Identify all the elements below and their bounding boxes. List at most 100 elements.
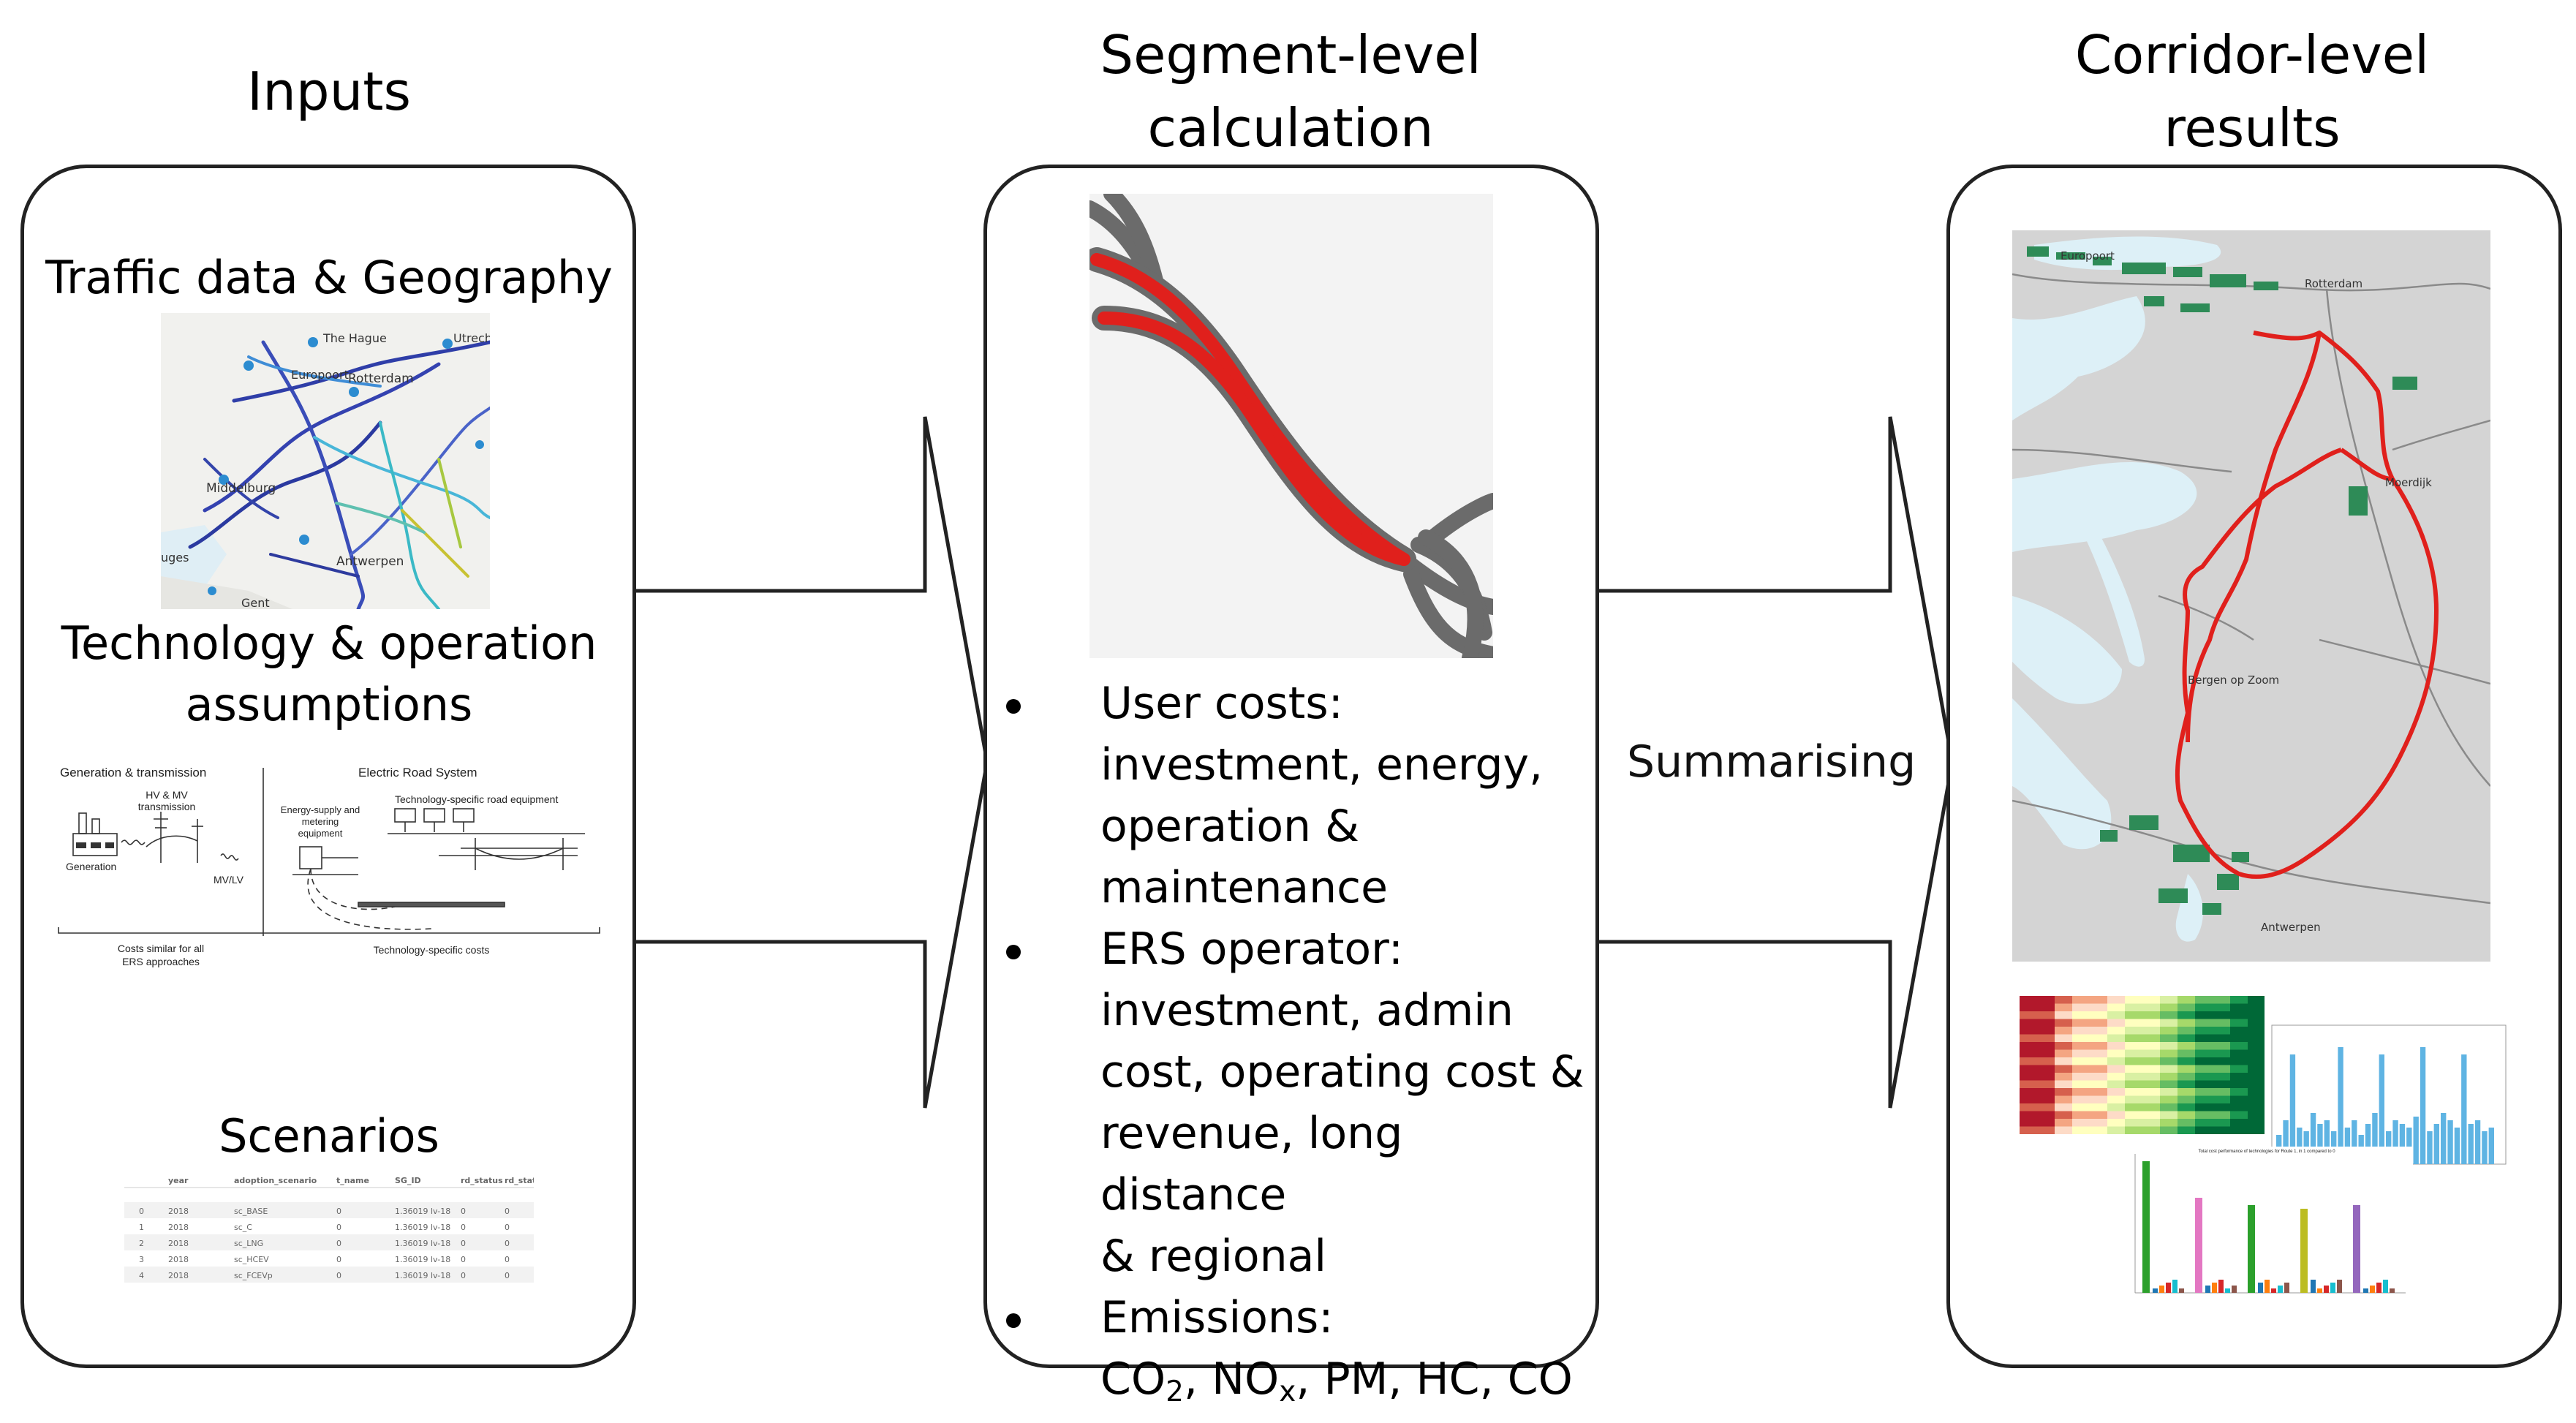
heatmap-cell xyxy=(2072,1095,2090,1103)
heatmap-cell xyxy=(2072,1111,2090,1119)
heatmap-cell xyxy=(2125,1049,2142,1057)
heatmap-cell xyxy=(2177,1027,2195,1035)
heatmap-cell xyxy=(2020,1095,2037,1103)
grouped-bar xyxy=(2383,1280,2388,1293)
heatmap-cell xyxy=(2037,1073,2055,1081)
bar-chart-bar xyxy=(2310,1113,2316,1164)
segment-map xyxy=(1089,194,1493,658)
heatmap-cell xyxy=(2195,1011,2213,1019)
table-cell: sc_HCEV xyxy=(234,1255,269,1264)
heatmap-cell xyxy=(2107,1103,2125,1111)
grouped-bar xyxy=(2324,1286,2329,1293)
heatmap-cell xyxy=(2160,1073,2177,1081)
heatmap-cell xyxy=(2177,1126,2195,1134)
heatmap-cell xyxy=(2125,1065,2142,1073)
heatmap-cell xyxy=(2213,1027,2230,1035)
heatmap-cell xyxy=(2213,1042,2230,1050)
heatmap-cell xyxy=(2125,1042,2142,1050)
grouped-bar xyxy=(2218,1280,2224,1293)
table-cell: 0 xyxy=(505,1223,510,1232)
heatmap-cell xyxy=(2230,1088,2248,1096)
table-cell: 2018 xyxy=(168,1239,189,1248)
heatmap-cell xyxy=(2125,1103,2142,1111)
corridor-label-bergen-op-zoom: Bergen op Zoom xyxy=(2188,673,2279,687)
heatmap-cell xyxy=(2213,1065,2230,1073)
heatmap-cell xyxy=(2037,1088,2055,1096)
ers-gen-trans-label: Generation & transmission xyxy=(60,766,206,780)
heatmap-cell xyxy=(2195,1095,2213,1103)
heatmap-cell xyxy=(2177,1073,2195,1081)
table-cell: 1.36019 lv-18 xyxy=(395,1223,450,1232)
corridor-title-line2: results xyxy=(2164,97,2341,159)
heatmap-cell xyxy=(2055,1003,2072,1011)
heatmap-cell xyxy=(2213,1003,2230,1011)
heatmap-cell xyxy=(2020,1103,2037,1111)
heatmap-cell xyxy=(2160,1111,2177,1119)
heatmap-cell xyxy=(2125,1057,2142,1065)
heatmap-cell xyxy=(2248,1027,2265,1035)
grouped-bar xyxy=(2363,1288,2368,1293)
heatmap-cell xyxy=(2107,1065,2125,1073)
heatmap-cell xyxy=(2195,1019,2213,1027)
bar-chart-bar xyxy=(2365,1124,2371,1164)
heatmap-cell xyxy=(2230,1095,2248,1103)
corridor-map: Europoort Rotterdam Moerdijk Bergen op Z… xyxy=(2012,230,2490,962)
segment-title-line1: Segment-level xyxy=(1100,24,1481,86)
heatmap-cell xyxy=(2213,1034,2230,1042)
heatmap-cell xyxy=(2160,1065,2177,1073)
heatmap-cell xyxy=(2090,1003,2107,1011)
heatmap-cell xyxy=(2037,1019,2055,1027)
heatmap-cell xyxy=(2248,1095,2265,1103)
heatmap-cell xyxy=(2090,996,2107,1004)
heatmap-cell xyxy=(2090,1126,2107,1134)
heatmap-cell xyxy=(2055,1042,2072,1050)
table-cell: 0 xyxy=(505,1207,510,1216)
heatmap-cell xyxy=(2125,1126,2142,1134)
heatmap-cell xyxy=(2248,1111,2265,1119)
grouped-bar xyxy=(2153,1288,2158,1293)
bar-chart-bar xyxy=(2454,1128,2460,1164)
heatmap-cell xyxy=(2195,1034,2213,1042)
heatmap-cell xyxy=(2142,1111,2160,1119)
heatmap-cell xyxy=(2177,1103,2195,1111)
heatmap-cell xyxy=(2160,1080,2177,1088)
heatmap-cell xyxy=(2142,1088,2160,1096)
segment-title-line2: calculation xyxy=(1147,97,1434,159)
bar-chart-bar xyxy=(2379,1054,2384,1164)
heatmap-cell xyxy=(2142,1103,2160,1111)
bullet-dot xyxy=(1006,699,1021,714)
technology-title-line2: assumptions xyxy=(185,678,473,731)
heatmap-cell xyxy=(2020,1042,2037,1050)
heatmap-cell xyxy=(2195,1049,2213,1057)
heatmap-cell xyxy=(2160,1126,2177,1134)
result-grouped-bar-chart: Total cost performance of technologies f… xyxy=(2120,1147,2413,1307)
heatmap-cell xyxy=(2177,1111,2195,1119)
heatmap-cell xyxy=(2177,1003,2195,1011)
heatmap-cell xyxy=(2125,1027,2142,1035)
table-cell: sc_C xyxy=(234,1223,252,1232)
heatmap-cell xyxy=(2090,1034,2107,1042)
heatmap-cell xyxy=(2160,1019,2177,1027)
ers-costs-similar-label-1: Costs similar for all xyxy=(118,943,204,954)
heatmap-cell xyxy=(2177,1011,2195,1019)
heatmap-cell xyxy=(2213,1011,2230,1019)
heatmap-cell xyxy=(2213,1057,2230,1065)
heatmap-cell xyxy=(2020,1080,2037,1088)
heatmap-cell xyxy=(2177,1019,2195,1027)
heatmap-cell xyxy=(2020,1027,2037,1035)
heatmap-cell xyxy=(2020,1057,2037,1065)
grouped-bar xyxy=(2142,1161,2150,1293)
table-cell: 0 xyxy=(461,1255,466,1264)
heatmap-cell xyxy=(2213,1095,2230,1103)
heatmap-cell xyxy=(2248,1103,2265,1111)
heatmap-cell xyxy=(2055,1103,2072,1111)
table-cell: 0 xyxy=(505,1271,510,1280)
bullet-user-costs-line3: maintenance xyxy=(1100,862,1389,913)
heatmap-cell xyxy=(2230,1126,2248,1134)
heatmap-cell xyxy=(2037,1027,2055,1035)
heatmap-cell xyxy=(2195,1126,2213,1134)
heatmap-cell xyxy=(2107,1042,2125,1050)
table-header-cell: SG_ID xyxy=(395,1176,421,1185)
heatmap-cell xyxy=(2037,1119,2055,1127)
